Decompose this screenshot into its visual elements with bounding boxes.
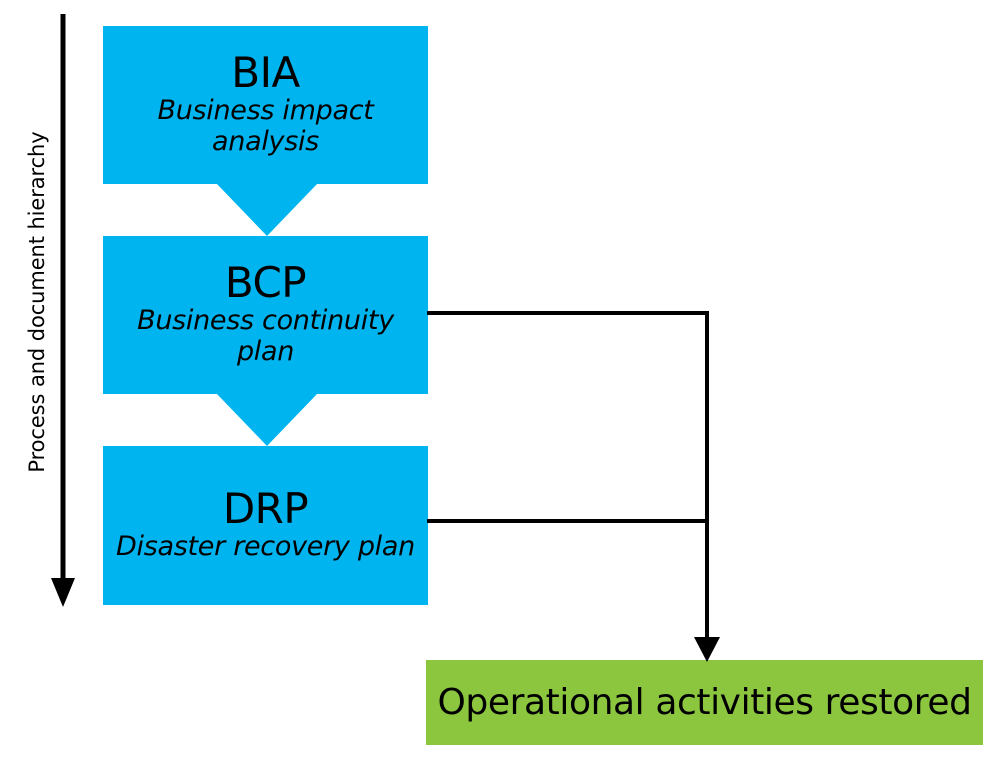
hierarchy-axis-label: Process and document hierarchy — [25, 131, 49, 473]
process-box-bcp[interactable]: BCP Business continuity plan — [103, 236, 428, 394]
process-box-bia-description: Business impact analysis — [157, 95, 374, 158]
chevron-bia-to-bcp-icon — [216, 183, 318, 236]
process-box-bia-abbr: BIA — [231, 48, 300, 98]
process-box-drp-abbr: DRP — [222, 484, 309, 534]
process-box-drp[interactable]: DRP Disaster recovery plan — [103, 446, 428, 605]
process-box-bcp-description: Business continuity plan — [137, 305, 394, 368]
process-box-drp-description: Disaster recovery plan — [116, 531, 415, 563]
connector-outcome-arrowhead-icon — [694, 637, 720, 662]
chevron-bcp-to-drp-icon — [216, 393, 318, 446]
outcome-box-label: Operational activities restored — [437, 682, 972, 723]
hierarchy-axis: Process and document hierarchy — [0, 0, 100, 771]
outcome-box-operational-activities-restored[interactable]: Operational activities restored — [426, 660, 983, 745]
process-box-bcp-abbr: BCP — [224, 258, 307, 308]
process-box-bia[interactable]: BIA Business impact analysis — [103, 26, 428, 184]
